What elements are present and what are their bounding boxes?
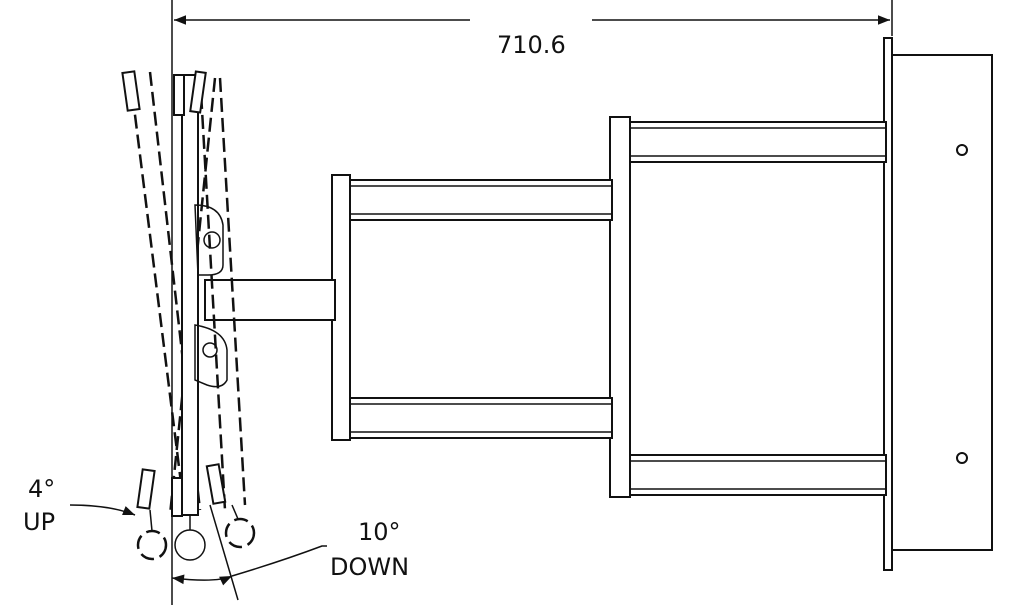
tilt-down-angle: 10° bbox=[358, 518, 401, 546]
wall-plate bbox=[883, 37, 993, 571]
tilt-angle-leaders bbox=[69, 504, 327, 601]
outer-arms bbox=[609, 116, 887, 498]
tilt-down-label: DOWN bbox=[330, 553, 409, 581]
screw-hole-icon bbox=[956, 452, 968, 464]
middle-arms bbox=[331, 174, 613, 441]
tilt-up-label: UP bbox=[23, 508, 55, 536]
dimension-value: 710.6 bbox=[497, 31, 566, 59]
center-arm bbox=[204, 279, 336, 321]
tv-bracket bbox=[121, 70, 256, 561]
screw-hole-icon bbox=[956, 144, 968, 156]
tilt-up-angle: 4° bbox=[28, 475, 55, 503]
